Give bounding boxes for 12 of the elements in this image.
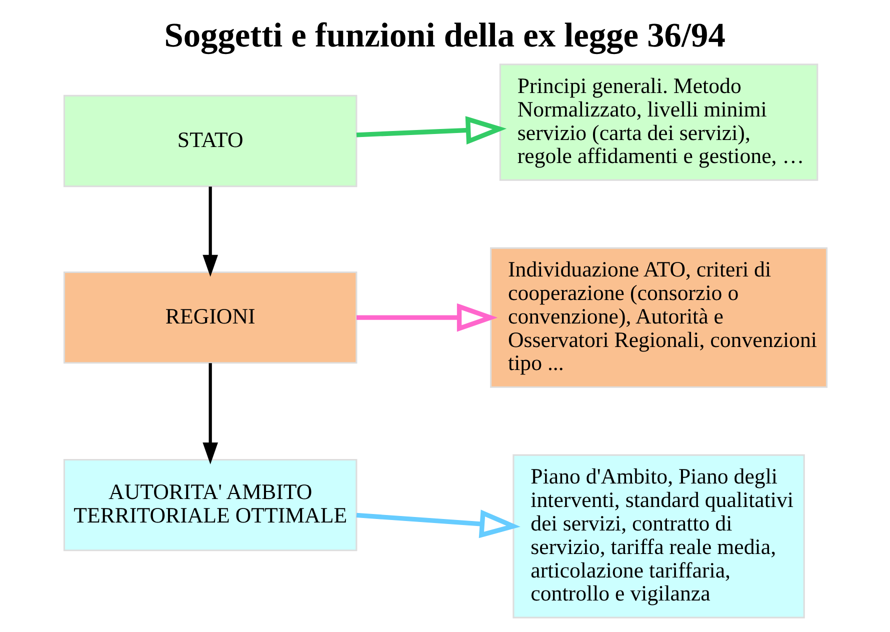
node-box: AUTORITA' AMBITO TERRITORIALE OTTIMALE: [62, 458, 357, 552]
node-box: Piano d'Ambito, Piano degli interventi, standard qualitativi dei servizi, contratto di servizio, tariffa reale media, articolazione tariffaria, controllo e vigilanza: [512, 454, 804, 618]
arrow: [356, 303, 498, 332]
node-box: STATO: [62, 94, 357, 188]
diagram-title: Soggetti e funzioni della ex legge 36/94: [164, 16, 725, 55]
arrow: [202, 186, 218, 277]
node-box: REGIONI: [62, 271, 357, 364]
node-box: Principi generali. Metodo Normalizzato, livelli minimi servizio (carta dei servizi), regole affidamenti e gestione, …: [498, 64, 818, 181]
arrow: [202, 363, 218, 464]
node-box: Individuazione ATO, criteri di cooperazione (consorzio o convenzione), Autorità e Osservatori Regionali, convenzioni tipo ...: [490, 247, 828, 388]
arrow: [356, 116, 506, 145]
arrow: [356, 510, 520, 538]
